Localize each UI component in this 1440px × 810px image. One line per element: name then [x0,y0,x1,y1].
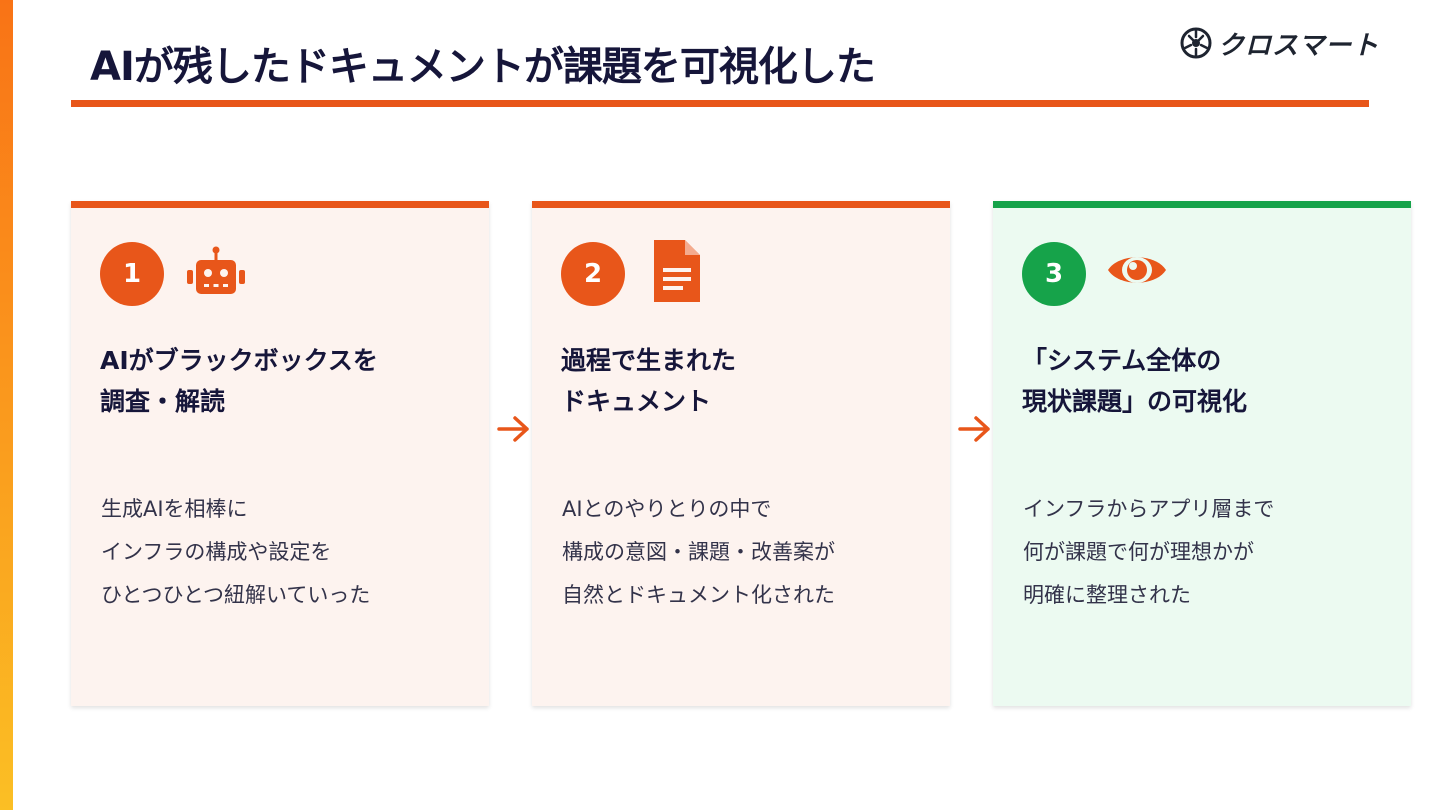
robot-icon [187,246,245,294]
arrow-right-icon [958,416,990,442]
document-icon [654,240,700,302]
step-number-badge: 3 [1022,242,1086,306]
crossmart-logo-icon [1180,27,1212,59]
page-title: AIが残したドキュメントが課題を可視化した [90,44,876,90]
left-accent-bar [0,0,13,810]
step-card-3: 3 「システム全体の 現状課題」の可視化 インフラからアプリ層まで 何が課題で何… [993,201,1411,706]
title-underline [71,100,1369,107]
step-description: AIとのやりとりの中で 構成の意図・課題・改善案が 自然とドキュメント化された [562,497,835,607]
brand-logo: クロスマート [1180,26,1380,61]
step-number-badge: 2 [561,242,625,306]
step-heading: AIがブラックボックスを 調査・解読 [100,346,378,416]
step-card-1: 1 AIがブラックボックスを 調査・解読 生成AIを相棒に インフラの構成や設定… [71,201,489,706]
step-description: インフラからアプリ層まで 何が課題で何が理想かが 明確に整理された [1023,497,1275,607]
step-description: 生成AIを相棒に インフラの構成や設定を ひとつひとつ紐解いていった [101,497,371,607]
logo-text: クロスマート [1218,30,1380,61]
step-number-badge: 1 [100,242,164,306]
step-heading: 「システム全体の 現状課題」の可視化 [1022,346,1248,416]
step-heading: 過程で生まれた ドキュメント [561,346,737,416]
eye-icon [1108,257,1166,283]
step-card-2: 2 過程で生まれた ドキュメント AIとのやりとりの中で 構成の意図・課題・改善… [532,201,950,706]
arrow-right-icon [497,416,529,442]
